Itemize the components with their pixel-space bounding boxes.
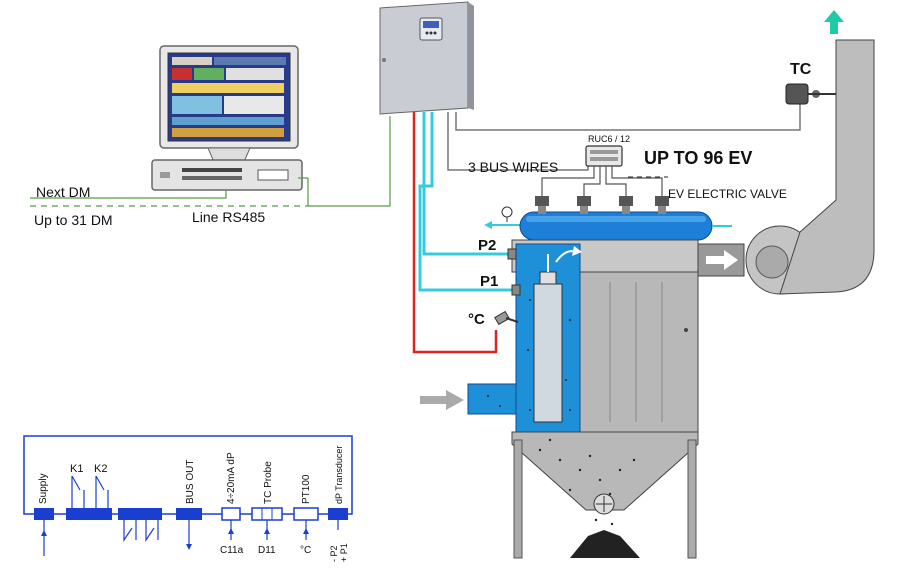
p2-pressure-line (422, 112, 512, 256)
exhaust-duct (697, 10, 875, 295)
deg-c-label: °C (300, 545, 311, 556)
up-to-96-ev-label: UP TO 96 EV (644, 148, 752, 168)
ruc-model-label: RUC6 / 12 (588, 134, 630, 144)
tc-sensor-icon (785, 83, 836, 105)
k2-terminal (118, 508, 162, 520)
pressure-gauge-icon (501, 206, 513, 218)
pt100-label: PT100 (301, 474, 312, 504)
dust-particles (487, 299, 636, 526)
temperature-probe-wire (412, 112, 498, 354)
analog-out-label: 4÷20mA dP (226, 452, 237, 504)
inlet-arrow-icon (420, 390, 464, 410)
filter-bag (533, 283, 563, 423)
valve-4-icon (655, 196, 669, 214)
air-manifold (484, 206, 732, 241)
valve-3-icon (619, 196, 633, 214)
pt100-terminal (293, 507, 319, 521)
up-to-31-dm-label: Up to 31 DM (34, 212, 113, 228)
p1-pressure-line (418, 112, 516, 292)
hopper (511, 431, 699, 511)
temperature-probe-icon (494, 310, 519, 326)
line-rs485-label: Line RS485 (192, 209, 265, 225)
dp-transducer-terminal (328, 508, 348, 520)
tc-probe-label: TC Probe (263, 461, 274, 504)
exhaust-arrow-icon (824, 10, 844, 34)
terminal-block (23, 435, 353, 556)
p1-plus-label: + P1 (339, 543, 349, 562)
temp-label: °C (468, 311, 485, 328)
ev-electric-valve-label: EV ELECTRIC VALVE (668, 187, 787, 201)
computer-workstation (151, 45, 303, 191)
valve-1-icon (535, 196, 549, 214)
k1-label: K1 (70, 463, 83, 475)
valve-wires (541, 166, 663, 196)
rs485-lines (30, 116, 391, 207)
analog-out-terminal (221, 507, 241, 521)
p1-label: P1 (480, 273, 498, 290)
p2-label: P2 (478, 237, 496, 254)
electric-valves (535, 196, 669, 214)
tc-probe-terminal (251, 507, 283, 521)
bus-wires-label: 3 BUS WIRES (468, 159, 558, 175)
c11a-label: C11a (220, 545, 244, 556)
ruc-sequencer: RUC6 / 12 (585, 134, 630, 167)
tc-label: TC (790, 61, 812, 78)
computer-base (151, 159, 303, 191)
bus-out-terminal (176, 508, 202, 520)
control-cabinet (379, 1, 474, 115)
k1-terminal (66, 508, 112, 520)
d11-label: D11 (258, 545, 276, 556)
next-dm-label: Next DM (36, 184, 90, 200)
supply-label: Supply (38, 473, 49, 504)
dirty-air-inlet (467, 383, 517, 415)
bus-out-label: BUS OUT (185, 460, 196, 504)
supply-terminal (34, 508, 54, 520)
dp-transducer-label: dP Transducer (334, 446, 344, 504)
tc-wire (455, 100, 801, 131)
k2-label: K2 (94, 463, 107, 475)
valve-2-icon (577, 196, 591, 214)
outlet-arrow-icon (706, 250, 738, 270)
dust-pile (570, 530, 640, 558)
filter-housing (420, 239, 699, 559)
p2-minus-label: - P2 (329, 545, 339, 562)
